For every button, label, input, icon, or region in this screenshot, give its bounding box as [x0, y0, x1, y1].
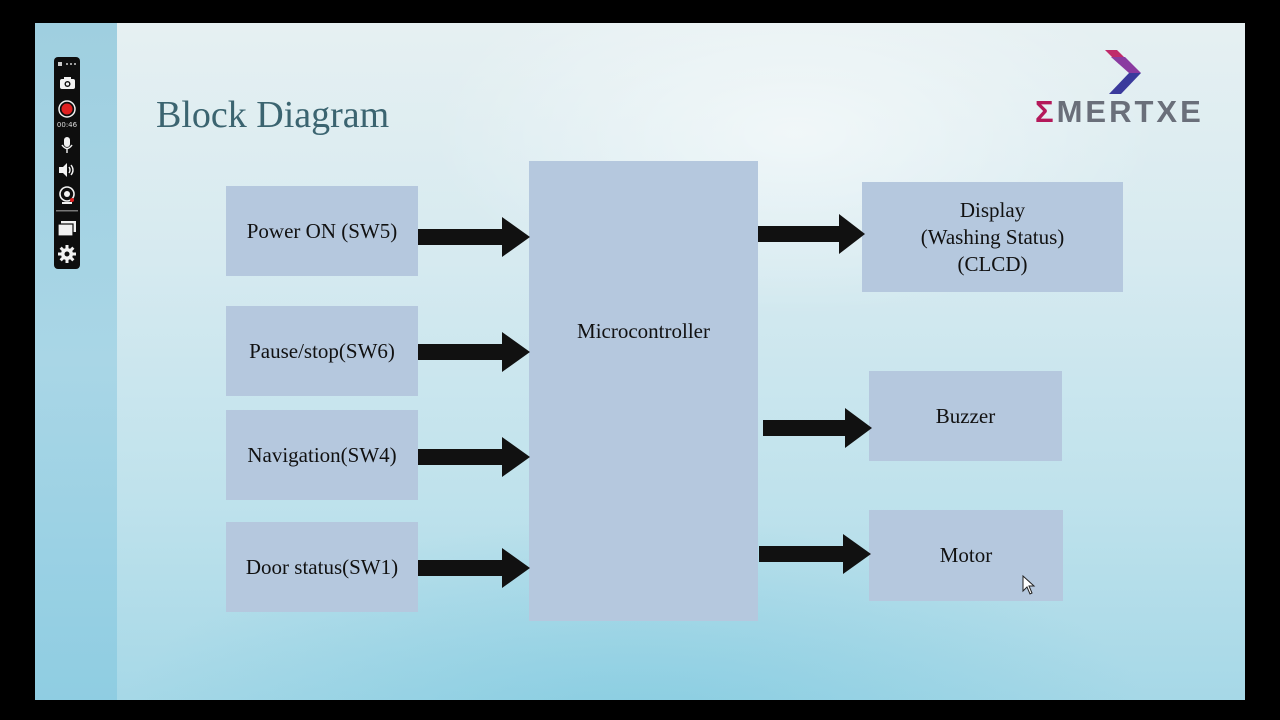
window-icon	[58, 220, 76, 236]
block-navigation: Navigation(SW4)	[226, 410, 418, 500]
block-label: Buzzer	[935, 403, 996, 428]
arrow-controller-to-motor	[759, 534, 871, 574]
drag-handle-icon	[58, 62, 76, 66]
gear-icon	[58, 245, 76, 263]
arrow-controller-to-display	[758, 214, 865, 254]
presentation-slide: Block Diagram ΣMERTXE Power ON (SW5) Pau…	[35, 23, 1245, 700]
screenshot-button[interactable]	[54, 74, 80, 92]
window-button[interactable]	[54, 219, 80, 237]
recorder-toolbar: 00:46	[54, 57, 80, 269]
slide-title: Block Diagram	[156, 94, 390, 136]
emertxe-logo: ΣMERTXE	[1035, 50, 1205, 130]
camera-icon	[59, 77, 75, 89]
settings-button[interactable]	[54, 244, 80, 264]
mouse-cursor-icon	[1022, 575, 1036, 595]
toolbar-handle[interactable]	[54, 59, 80, 69]
webcam-button[interactable]	[54, 185, 80, 207]
logo-wordmark: ΣMERTXE	[1035, 94, 1204, 130]
block-label: Power ON (SW5)	[246, 218, 398, 243]
recording-timer: 00:46	[56, 121, 78, 129]
block-microcontroller: Microcontroller	[529, 161, 758, 621]
microphone-button[interactable]	[54, 136, 80, 154]
block-label-line: Display	[959, 197, 1026, 222]
arrow-power-to-controller	[418, 217, 530, 257]
block-display: Display (Washing Status) (CLCD)	[862, 182, 1123, 292]
block-label: Pause/stop(SW6)	[249, 338, 395, 363]
record-icon	[58, 100, 76, 118]
block-label: Navigation(SW4)	[247, 442, 397, 467]
record-button[interactable]	[54, 99, 80, 119]
block-label: Door status(SW1)	[245, 554, 399, 579]
logo-text: MERTXE	[1056, 94, 1204, 129]
block-label: Motor	[939, 543, 993, 567]
block-power-on: Power ON (SW5)	[226, 186, 418, 276]
webcam-icon	[59, 186, 75, 204]
divider-icon	[56, 210, 78, 212]
block-door-status: Door status(SW1)	[226, 522, 418, 612]
logo-sigma: Σ	[1035, 94, 1057, 129]
speaker-button[interactable]	[54, 161, 80, 179]
logo-chevron-icon	[1105, 50, 1141, 94]
block-label-line: (CLCD)	[957, 251, 1028, 276]
arrow-door-to-controller	[418, 548, 530, 588]
microphone-icon	[61, 136, 73, 153]
arrow-controller-to-buzzer	[763, 408, 872, 448]
block-label: Display (Washing Status) (CLCD)	[921, 197, 1065, 278]
toolbar-divider	[54, 209, 80, 213]
block-label-line: (Washing Status)	[920, 224, 1065, 249]
block-label: Microcontroller	[577, 318, 710, 343]
block-buzzer: Buzzer	[869, 371, 1062, 461]
block-pause-stop: Pause/stop(SW6)	[226, 306, 418, 396]
arrow-pause-to-controller	[418, 332, 530, 372]
speaker-icon	[59, 163, 74, 177]
arrow-navigation-to-controller	[418, 437, 530, 477]
